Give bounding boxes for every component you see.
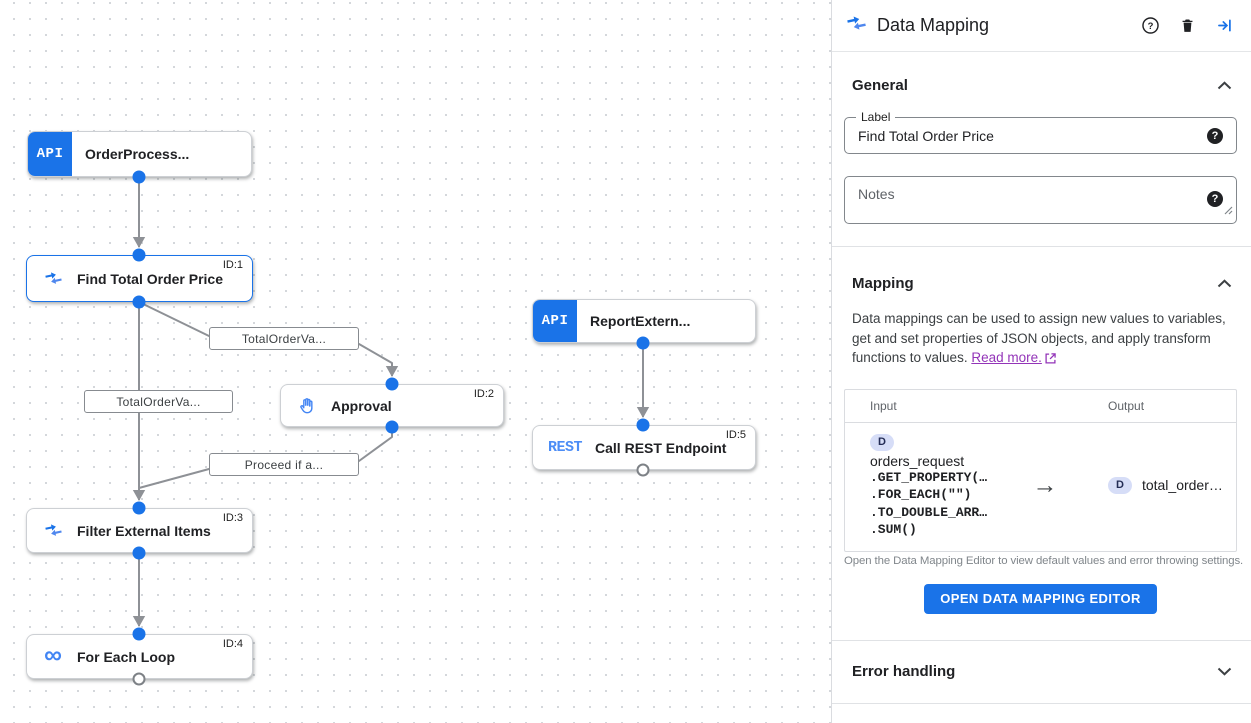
mapping-input-cell: D orders_request .GET_PROPERTY(… .FOR_EAC… [845,432,1005,539]
node-id-tag: ID:2 [473,388,494,400]
mapping-output-cell: D total_order… [1085,432,1236,539]
external-link-icon[interactable] [1045,350,1056,370]
node-filter-external-items[interactable]: Filter External Items ID:3 [26,508,253,553]
output-variable: total_order… [1141,477,1223,493]
edge-condition-label[interactable]: Proceed if a... [209,453,359,476]
connection-port[interactable] [385,420,399,434]
connection-port-open[interactable] [132,672,146,686]
node-for-each-loop[interactable]: ∞ For Each Loop ID:4 [26,634,253,679]
mapping-section: Mapping Data mappings can be used to ass… [832,247,1251,640]
panel-header: Data Mapping ? [832,0,1251,52]
node-approval[interactable]: Approval ID:2 [280,384,504,427]
mapping-footnote: Open the Data Mapping Editor to view def… [844,554,1244,567]
label-field[interactable]: Label ? [844,110,1237,154]
edge-condition-label[interactable]: TotalOrderVa... [84,390,233,413]
node-title: OrderProcess... [85,146,190,162]
node-order-process[interactable]: API OrderProcess... [27,131,252,177]
divider [832,246,1251,247]
data-mapping-icon [42,271,64,286]
loop-icon: ∞ [44,640,62,669]
mapping-section-header[interactable]: Mapping [844,272,1237,294]
connection-port-open[interactable] [636,463,650,477]
data-type-chip: D [1108,476,1132,494]
arrowhead-icon [385,366,399,377]
node-title: ReportExtern... [590,313,691,329]
notes-help-icon[interactable]: ? [1207,191,1223,207]
general-section-header[interactable]: General [844,74,1237,96]
divider [832,639,1251,641]
arrowhead-icon [132,237,146,248]
node-id-tag: ID:4 [222,638,243,650]
node-title: Approval [331,397,392,414]
edge-condition-label[interactable]: TotalOrderVa... [209,327,359,350]
connection-port[interactable] [132,546,146,560]
code-line: .GET_PROPERTY(… [870,469,988,485]
mapping-table-row: D orders_request .GET_PROPERTY(… .FOR_EAC… [845,423,1236,551]
code-line: .SUM() [870,522,917,537]
connection-port[interactable] [132,295,146,309]
arrowhead-icon [132,616,146,627]
connection-port[interactable] [385,377,399,391]
label-field-label: Label [856,110,896,124]
connection-port[interactable] [636,336,650,350]
node-title: Call REST Endpoint [595,439,727,456]
notes-input[interactable] [845,177,1200,221]
svg-text:?: ? [1147,21,1153,32]
output-header: Output [1108,398,1145,413]
chevron-down-icon[interactable] [1213,661,1235,683]
panel-title: Data Mapping [877,15,990,35]
node-id-tag: ID:1 [222,259,243,271]
node-title: Find Total Order Price [77,270,223,287]
error-handling-heading: Error handling [852,663,956,680]
node-title: For Each Loop [77,648,175,665]
resize-handle-icon[interactable] [1224,202,1233,220]
read-more-link[interactable]: Read more. [971,350,1042,365]
node-id-tag: ID:5 [725,429,746,441]
input-variable: orders_request [870,452,965,469]
hand-icon [296,396,318,416]
general-heading: General [852,76,908,94]
connection-port[interactable] [132,501,146,515]
notes-field[interactable]: ? [844,176,1237,224]
mapping-heading: Mapping [852,274,914,292]
api-icon: API [28,132,72,176]
connection-port[interactable] [132,248,146,262]
arrowhead-icon [636,407,650,418]
node-title: Filter External Items [77,522,211,539]
data-mapping-icon [42,523,64,538]
mapping-table-header: Input Output [845,390,1236,423]
flow-edges [132,177,650,627]
input-header: Input [870,398,897,413]
data-type-chip: D [870,433,894,451]
mapping-table: Input Output D orders_request .GET_PROPE… [844,388,1237,552]
connection-port[interactable] [132,627,146,641]
connection-port[interactable] [636,418,650,432]
error-handling-section-header[interactable]: Error handling [844,661,1237,683]
node-id-tag: ID:3 [222,512,243,524]
rest-icon: REST [548,439,583,456]
transform-code: .GET_PROPERTY(… .FOR_EACH("") .TO_DOUBLE_A… [870,469,1005,539]
chevron-up-icon[interactable] [1213,74,1235,96]
general-section: General Label ? ? [832,52,1251,246]
node-report-extern[interactable]: API ReportExtern... [532,299,756,343]
config-panel: Data Mapping ? General Label ? [831,0,1251,723]
flow-canvas[interactable]: TotalOrderVa... TotalOrderVa... Proceed if… [0,0,831,723]
connection-port[interactable] [132,170,146,184]
label-help-icon[interactable]: ? [1207,127,1223,144]
arrow-right-icon: → [1032,470,1058,499]
code-line: .TO_DOUBLE_ARR… [870,504,988,520]
chevron-up-icon[interactable] [1213,272,1235,294]
label-input[interactable] [845,127,1236,144]
api-icon: API [533,300,577,342]
help-icon[interactable]: ? [1139,15,1161,37]
divider [832,702,1251,704]
mapping-description: Data mappings can be used to assign new … [852,309,1247,370]
code-line: .FOR_EACH("") [870,487,972,502]
open-data-mapping-editor-button[interactable]: OPEN DATA MAPPING EDITOR [924,583,1157,614]
error-handling-section: Error handling [832,641,1251,703]
close-panel-icon[interactable] [1213,15,1235,37]
trash-icon[interactable] [1176,15,1198,37]
data-mapping-icon [846,15,867,37]
